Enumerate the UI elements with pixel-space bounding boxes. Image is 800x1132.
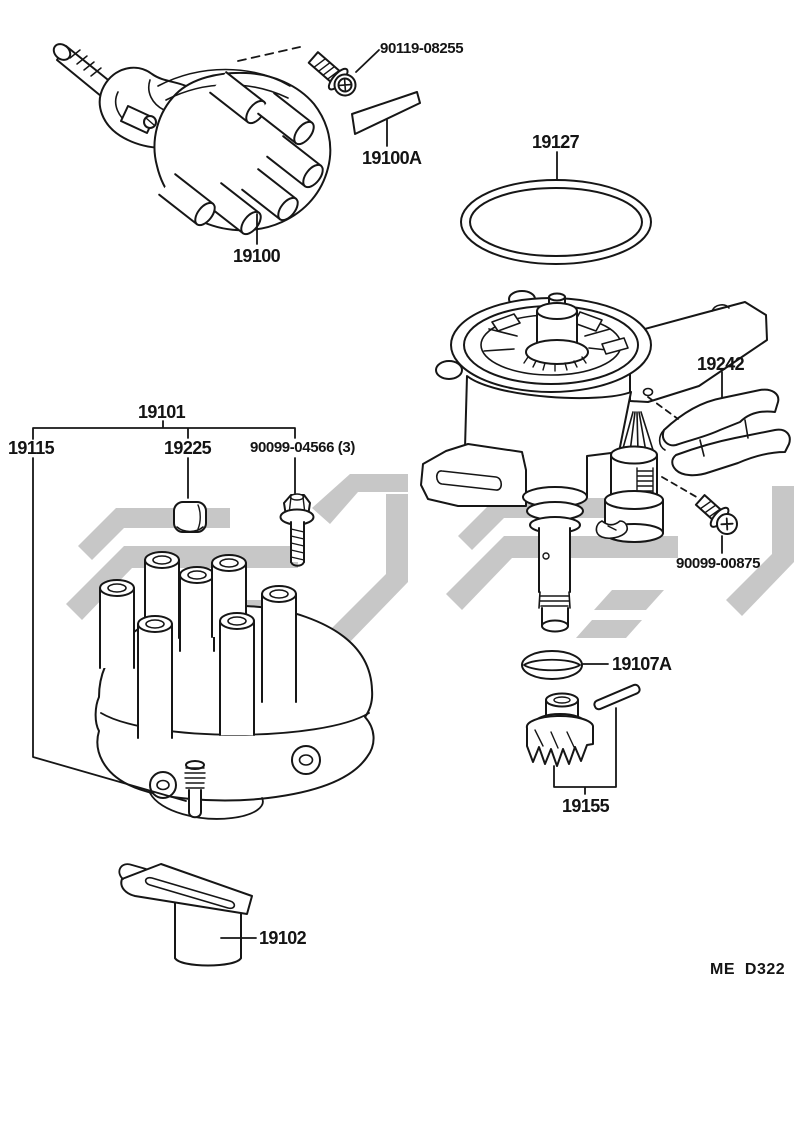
washer-19107A-drawing xyxy=(521,650,583,680)
bolt-90099-04566-drawing xyxy=(279,493,315,567)
screw-90099-00875-drawing xyxy=(694,494,738,535)
part-label-19127: 19127 xyxy=(532,132,580,152)
leader-lines xyxy=(32,46,723,939)
distributor-assembly-drawing xyxy=(52,43,332,236)
part-label-19100: 19100 xyxy=(233,246,281,266)
part-label-19101: 19101 xyxy=(138,402,186,422)
cap-screw-drawing xyxy=(184,760,206,819)
label-plate-19100A-drawing xyxy=(351,91,421,135)
part-label-90099-00875: 90099-00875 xyxy=(676,555,761,572)
page-code: ME D322 xyxy=(710,961,786,978)
part-label-19225: 19225 xyxy=(164,438,212,458)
cap-towers xyxy=(99,551,297,739)
distributor-housing-drawing xyxy=(420,290,768,633)
part-label-90099-04566-3-: 90099-04566 (3) xyxy=(250,439,355,456)
assembly-wire-towers xyxy=(158,71,324,236)
rotor-19102-drawing xyxy=(118,863,253,967)
clamp-19242-drawing xyxy=(658,388,791,477)
grommet-19225-drawing xyxy=(173,501,207,533)
gear-pin-19155-drawing xyxy=(525,683,641,767)
part-label-19155: 19155 xyxy=(562,796,610,816)
part-label-19242: 19242 xyxy=(697,354,745,374)
part-label-19115: 19115 xyxy=(8,438,55,458)
part-label-19100A: 19100A xyxy=(362,148,422,168)
part-label-19107A: 19107A xyxy=(612,654,672,674)
part-label-19102: 19102 xyxy=(259,928,307,948)
o-ring-19127-drawing xyxy=(460,179,652,265)
distributor-cap-drawing xyxy=(94,551,375,820)
bolt-90119-08255-drawing xyxy=(307,51,357,97)
part-label-90119-08255: 90119-08255 xyxy=(380,40,464,57)
